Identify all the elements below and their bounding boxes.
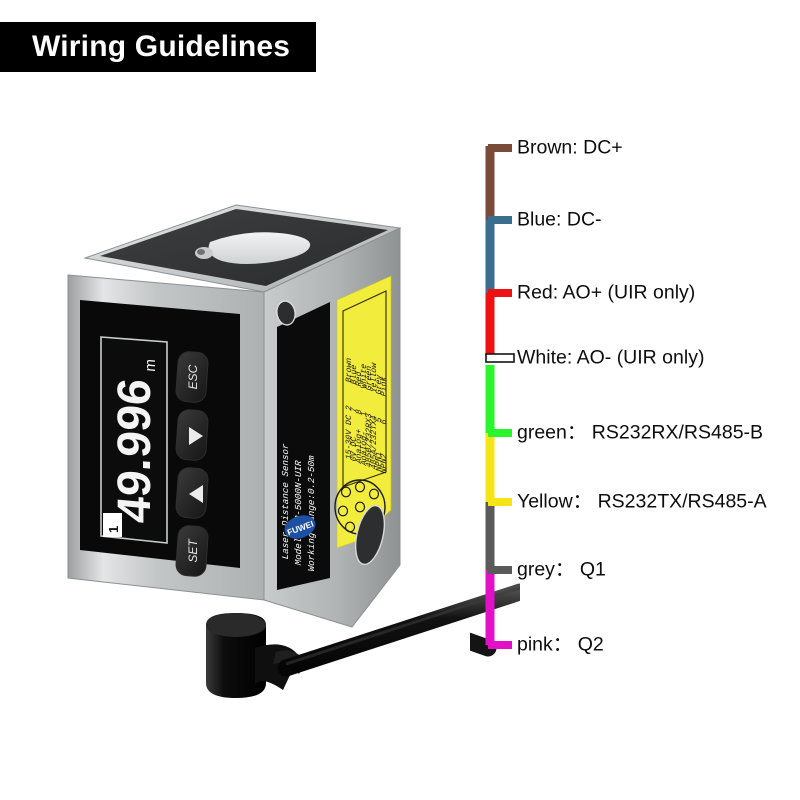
pin-5: 4 bbox=[369, 414, 379, 422]
product-line-3: Working Range:0.2-50m bbox=[306, 454, 317, 573]
wire-label-brown: Brown: DC+ bbox=[517, 136, 623, 159]
channel-indicator-badge bbox=[103, 513, 122, 537]
product-line-2: Model:FLR-5000N-UIR bbox=[293, 459, 304, 567]
pin-table-number-column: 2 7 8 1 3 4 5 6 bbox=[344, 404, 389, 426]
laser-sensor-device: Laser Distance Sensor Model:FLR-5000N-UI… bbox=[67, 204, 520, 698]
mounting-slot bbox=[355, 505, 385, 565]
pin-table-function-column: 15-30V DC 0V DC Analog+ Analog- 485B/232… bbox=[344, 414, 389, 475]
product-line-1: Laser Distance Sensor bbox=[280, 442, 291, 561]
fn-2: Analog+ bbox=[354, 428, 364, 465]
sensor-right-face: Laser Distance Sensor Model:FLR-5000N-UI… bbox=[263, 227, 401, 628]
channel-indicator: 1 bbox=[106, 526, 121, 533]
left-arrow-icon bbox=[189, 485, 203, 503]
fn-1: 0V DC bbox=[349, 435, 359, 462]
wire-3: White bbox=[359, 362, 369, 389]
pin-4: 3 bbox=[364, 412, 374, 420]
fn-5: 485A/232TX bbox=[369, 419, 379, 471]
lcd-screen bbox=[100, 336, 168, 544]
wire-5: Yellow bbox=[369, 362, 379, 394]
wire-label-grey: grey： Q1 bbox=[517, 558, 606, 581]
pin-7: 6 bbox=[379, 418, 389, 426]
screw-hole bbox=[276, 301, 296, 325]
esc-button bbox=[175, 351, 209, 403]
sensor-front-face: 49.996 m 1 ESC SET bbox=[67, 274, 296, 601]
set-button bbox=[175, 525, 209, 577]
esc-button-label: ESC bbox=[186, 364, 200, 389]
title-banner: Wiring Guidelines bbox=[0, 22, 316, 72]
pin-6: 5 bbox=[374, 416, 384, 424]
pin-table-wire-column: Brown Blue Red White Green Yellow Grey P… bbox=[344, 356, 389, 397]
pin-2: 8 bbox=[354, 408, 364, 416]
wire-harness-svg bbox=[391, 144, 515, 657]
wire-label-red: Red: AO+ (UIR only) bbox=[517, 281, 696, 304]
laser-window-icon bbox=[208, 232, 311, 264]
harness-cable-entry bbox=[391, 608, 497, 657]
fn-4: 485B/232RX bbox=[364, 417, 374, 469]
wire-6: Grey bbox=[374, 373, 384, 395]
wire-stub-white bbox=[485, 353, 515, 363]
sensor-top-face bbox=[83, 204, 402, 293]
wire-stubs bbox=[485, 144, 515, 649]
wire-7: Pink bbox=[379, 375, 389, 397]
pin-table: 15-30V DC 0V DC Analog+ Analog- 485B/232… bbox=[344, 356, 389, 474]
wire-label-green: green： RS232RX/RS485-B bbox=[517, 421, 764, 444]
distance-unit: m bbox=[142, 358, 159, 372]
page-title: Wiring Guidelines bbox=[32, 30, 291, 63]
wire-label-yellow: Yellow： RS232TX/RS485-A bbox=[517, 490, 767, 513]
wire-1: Blue bbox=[349, 363, 359, 385]
fn-7: NPN2 bbox=[379, 452, 389, 474]
pin-3: 1 bbox=[359, 410, 369, 418]
fn-6: NPN1 bbox=[374, 450, 384, 472]
wire-label-pink: pink： Q2 bbox=[517, 633, 604, 656]
wire-harness-legend: Brown: DC+ Blue: DC- Red: AO+ (UIR only)… bbox=[391, 120, 800, 680]
product-text-block: Laser Distance Sensor Model:FLR-5000N-UI… bbox=[280, 442, 317, 573]
distance-value: 49.996 bbox=[107, 377, 160, 525]
right-arrow-icon bbox=[189, 427, 203, 445]
brand-logo: FUWEI bbox=[284, 515, 316, 539]
sensor-cable bbox=[206, 583, 520, 698]
set-button-label: SET bbox=[186, 538, 200, 563]
pin-0: 2 bbox=[344, 404, 354, 412]
wire-label-blue: Blue: DC- bbox=[517, 208, 602, 231]
fn-0: 15-30V DC bbox=[344, 414, 354, 461]
wire-0: Brown bbox=[344, 356, 354, 383]
wire-2: Red bbox=[354, 370, 364, 388]
pin-1: 7 bbox=[349, 406, 359, 414]
keypad: ESC SET bbox=[175, 351, 209, 577]
cable-run bbox=[277, 583, 520, 677]
wire-4: Green bbox=[364, 364, 374, 391]
wire-label-white: White: AO- (UIR only) bbox=[517, 346, 705, 369]
fn-3: Analog- bbox=[359, 430, 369, 467]
